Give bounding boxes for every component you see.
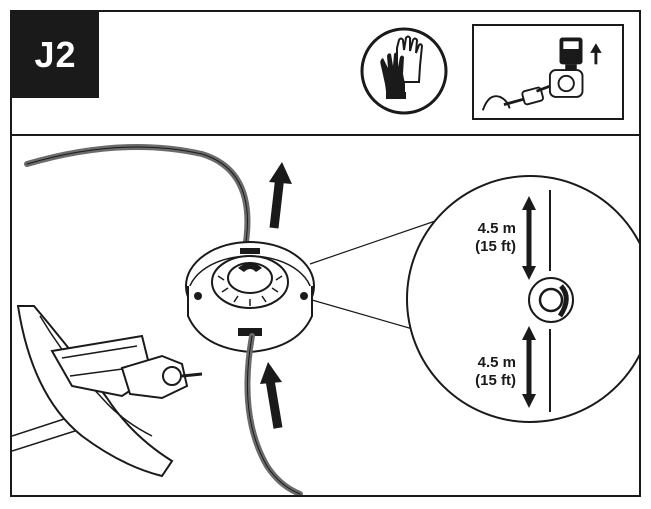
trimmer-head [185,241,315,354]
panel-header: J2 [12,12,639,136]
gloves-icon [360,27,448,115]
up-arrow-icon [260,362,283,429]
line-length-callout: 4.5 m (15 ft) 4.5 m (15 ft) [406,175,639,423]
distance-arrow-bottom [522,326,536,408]
top-distance-metric: 4.5 m [478,220,516,237]
up-arrow-icon [269,162,292,229]
battery-connection-icon [472,24,624,120]
top-distance-imperial: (15 ft) [475,238,516,255]
instruction-panel: J2 [10,10,641,497]
step-badge: J2 [12,12,99,98]
bottom-distance-imperial: (15 ft) [475,372,516,389]
trimmer-line-upper [24,144,251,257]
distance-arrow-top [522,196,536,280]
trimmer-head-illustration: 4.5 m (15 ft) 4.5 m (15 ft) [12,144,639,495]
bottom-distance-metric: 4.5 m [478,354,516,371]
